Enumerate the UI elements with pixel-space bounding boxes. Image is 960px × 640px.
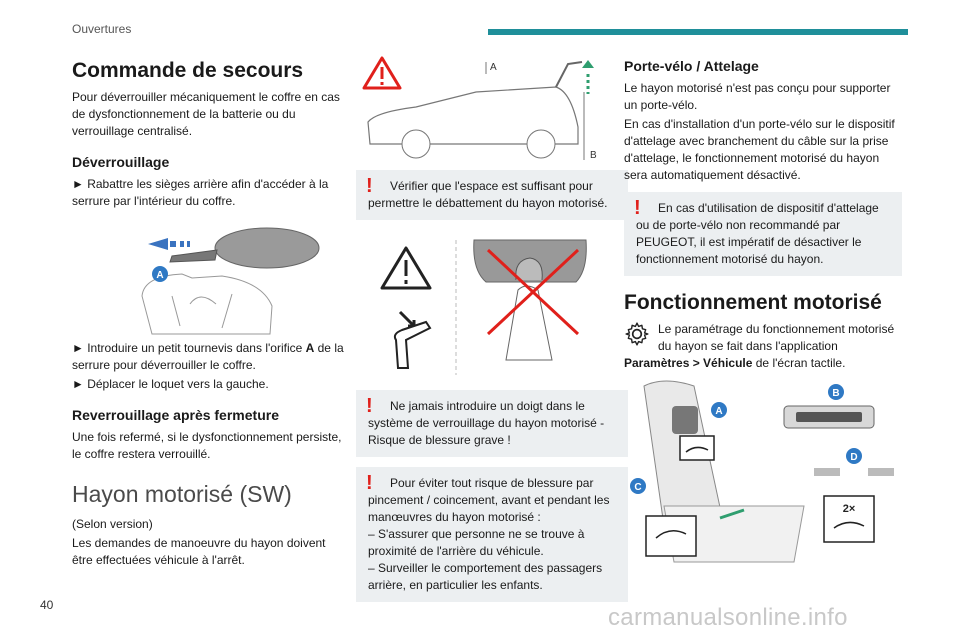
warning-pinch-text: Pour éviter tout risque de blessure par … [368,476,610,524]
warning-pinch-item-2: – Surveiller le comportement des passage… [368,561,603,592]
warning-bike: ! En cas d'utilisation de dispositif d'a… [624,192,902,276]
motor-text-pre: Le paramétrage du fonctionnement motoris… [658,322,895,354]
tailgate-version-note: (Selon version) [72,517,153,532]
car-clearance-figure: A B [362,56,597,161]
heading-bike-towbar: Porte-vélo / Attelage [624,58,759,74]
page-number: 40 [40,598,54,612]
tailgate-intro: Les demandes de manoeuvre du hayon doive… [72,536,326,568]
warning-finger: ! Ne jamais introduire un doigt dans le … [356,390,628,457]
fig-label-d: D [850,452,857,463]
exclamation-icon: ! [366,395,373,417]
column-right: Porte-vélo / Attelage Le hayon motorisé … [624,52,902,566]
badge-a [152,266,168,283]
fig-label-a: A [156,270,163,281]
fig-label-c: C [634,482,641,493]
heading-unlocking: Déverrouillage [72,154,170,171]
motor-text-bold: Paramètres > Véhicule [624,356,753,371]
section-header: Ouvertures [72,22,132,36]
hand-icon [393,320,432,369]
fig-label-b: B [590,150,597,161]
emergency-intro: Pour déverrouiller mécaniquement le coff… [72,90,340,139]
exclamation-icon: ! [366,175,373,197]
warning-clearance: ! Vérifier que l'espace est suffisant po… [356,170,628,220]
finger-prohibited-figure [380,239,587,375]
lock-screwdriver-figure: A [72,216,344,337]
fig-label-2x: 2× [843,503,856,515]
unlock-step-1: ► Rabattre les sièges arrière afin d'acc… [72,177,329,209]
heading-motorised-operation: Fonctionnement motorisé [624,291,882,314]
relock-text: Une fois refermé, si le dysfonctionnemen… [72,430,342,462]
step2-text-bold: A [305,341,315,356]
heading-emergency-control: Commande de secours [72,59,304,82]
fig-label-a: A [715,406,722,417]
unlock-step-3: ► Déplacer le loquet vers la gauche. [72,377,269,392]
exclamation-icon: ! [366,472,373,494]
motor-text-post: de l'écran tactile. [752,356,846,371]
header-accent-bar [488,29,908,35]
column-middle: A B ! Vérifier que l'espace est suffisan… [356,52,628,612]
fig-label-a: A [490,62,497,73]
warning-pinch: ! Pour éviter tout risque de blessure pa… [356,467,628,602]
warning-pinch-item-1: – S'assurer que personne ne se trouve à … [368,527,585,558]
warning-clearance-text: Vérifier que l'espace est suffisant pour… [368,179,608,210]
tailgate-controls-figure: A B D C 2× [630,380,894,563]
step2-text-post: de la serrure pour déverrouiller le coff… [72,341,344,373]
heading-power-tailgate: Hayon motorisé (SW) [72,481,292,508]
gear-icon [625,322,649,346]
watermark: carmanualsonline.info [608,604,848,631]
motor-settings-paragraph: Le paramétrage du fonctionnement motoris… [624,321,902,372]
warning-bike-text: En cas d'utilisation de dispositif d'att… [636,201,879,266]
column-left: Commande de secours Pour déverrouiller m… [72,52,344,571]
unlock-step-2: ► Introduire un petit tournevis dans l'o… [72,340,344,374]
heading-relocking: Reverrouillage après fermeture [72,407,279,424]
step2-text-pre: ► Introduire un petit tournevis dans l'o… [72,341,306,356]
exclamation-icon: ! [634,197,641,219]
bike-text-1: Le hayon motorisé n'est pas conçu pour s… [624,81,891,112]
fig-label-b: B [832,388,839,399]
warning-finger-text: Ne jamais introduire un doigt dans le sy… [368,399,605,447]
bike-text-2: En cas d'installation d'un porte-vélo su… [624,117,895,182]
